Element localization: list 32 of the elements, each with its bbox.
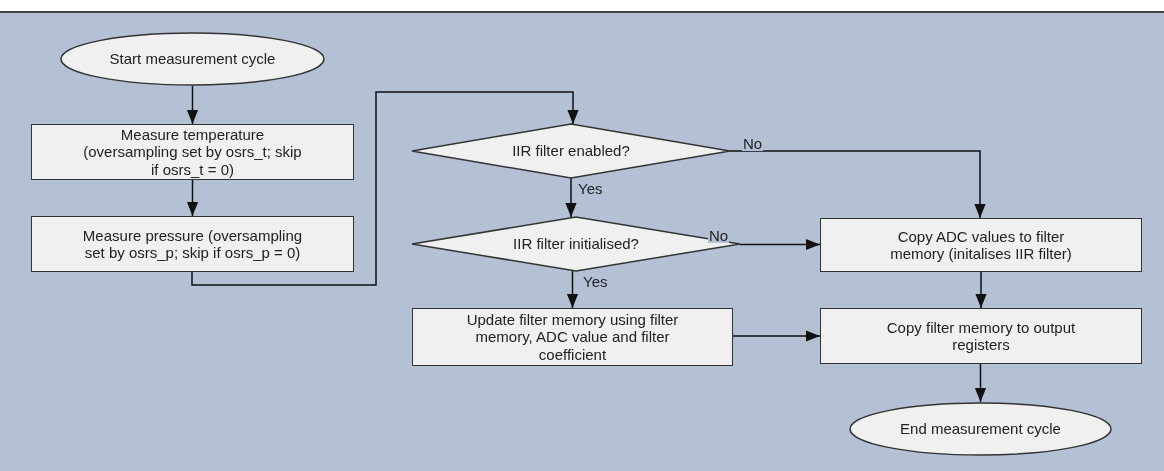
process-box [412, 308, 733, 366]
edge-label: No [742, 136, 764, 151]
node-label: IIR filter initialised? [512, 235, 640, 253]
terminal-ellipse [849, 402, 1112, 456]
arrow [186, 85, 199, 125]
process-box [31, 216, 354, 272]
terminal-ellipse [60, 32, 325, 86]
arrow [186, 179, 199, 217]
node-label: End measurement cycle [899, 420, 1062, 438]
arrow [191, 91, 579, 286]
node-label: Copy filter memory to output registers [885, 318, 1077, 354]
arrow [729, 150, 986, 219]
arrow [975, 271, 987, 309]
node-label: Measure pressure (oversampling set by osrs_p; skip if osrs_p = 0) [81, 226, 304, 262]
process-box [820, 218, 1142, 272]
arrow [974, 363, 987, 403]
node-label: Measure temperature (oversampling set by osrs_t; skip if osrs_t = 0) [82, 126, 303, 178]
edge-label: Yes [577, 181, 604, 196]
arrow [739, 238, 821, 251]
edge-label: Yes [582, 274, 609, 289]
edge-label: No [708, 228, 730, 243]
node-label: Start measurement cycle [108, 50, 277, 68]
arrow [565, 177, 577, 218]
decision-diamond [412, 124, 730, 178]
node-label: Update filter memory using filter memory, ADC value and filter coefficient [465, 311, 680, 363]
process-box [820, 308, 1142, 364]
node-label: IIR filter enabled? [511, 142, 631, 160]
process-box [31, 124, 354, 180]
arrow [732, 330, 821, 342]
arrow [566, 270, 579, 309]
decision-diamond [412, 217, 740, 271]
node-label: Copy ADC values to filter memory (initalises IIR filter) [889, 227, 1073, 263]
